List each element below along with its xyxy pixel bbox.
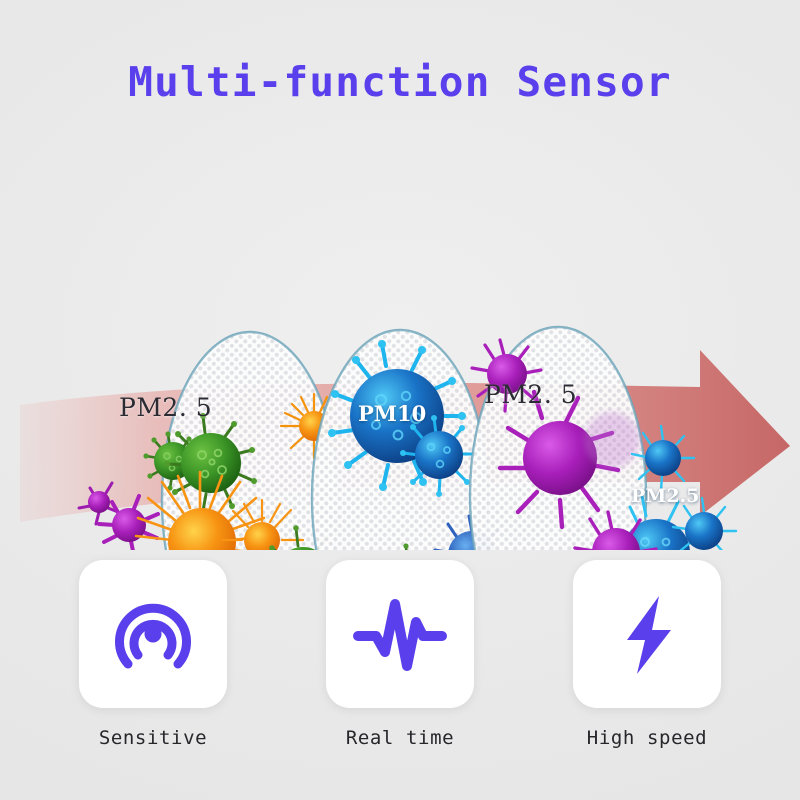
particle-orange-large xyxy=(134,470,270,550)
particle-green-mid-large xyxy=(403,543,409,550)
feature-card-real-time[interactable] xyxy=(326,560,474,708)
page-title: Multi-function Sensor xyxy=(128,58,672,106)
particle-cluster-middle xyxy=(328,340,501,550)
feature-label-real-time: Real time xyxy=(345,727,455,749)
particle-blue-right-small xyxy=(630,424,696,492)
particle-orange-medium xyxy=(220,498,305,550)
particle-cluster-left xyxy=(77,392,349,550)
particle-magenta-mid-right xyxy=(573,510,658,550)
feature-real-time[interactable]: Real time xyxy=(307,560,493,749)
illustration: PM2. 5 PM10 PM2. 5 PM2.5 xyxy=(0,150,800,550)
feature-high-speed[interactable]: High speed xyxy=(554,560,740,749)
particle-cyan-small xyxy=(400,415,478,497)
radar-signal-icon xyxy=(107,588,199,680)
feature-card-sensitive[interactable] xyxy=(79,560,227,708)
feature-sensitive[interactable]: Sensitive xyxy=(60,560,246,749)
feature-label-sensitive: Sensitive xyxy=(98,727,208,749)
lightning-bolt-icon xyxy=(601,588,693,680)
feature-list: Sensitive Real time High speed xyxy=(60,560,740,760)
feature-label-high-speed: High speed xyxy=(586,727,708,749)
particle-blue-far-right xyxy=(671,496,738,550)
feature-card-high-speed[interactable] xyxy=(573,560,721,708)
particle-cluster-right xyxy=(470,338,738,550)
pulse-wave-icon xyxy=(352,588,448,680)
particle-magenta-medium xyxy=(97,494,160,550)
particle-magenta-top xyxy=(470,338,543,413)
particle-magenta-faint xyxy=(584,412,640,468)
